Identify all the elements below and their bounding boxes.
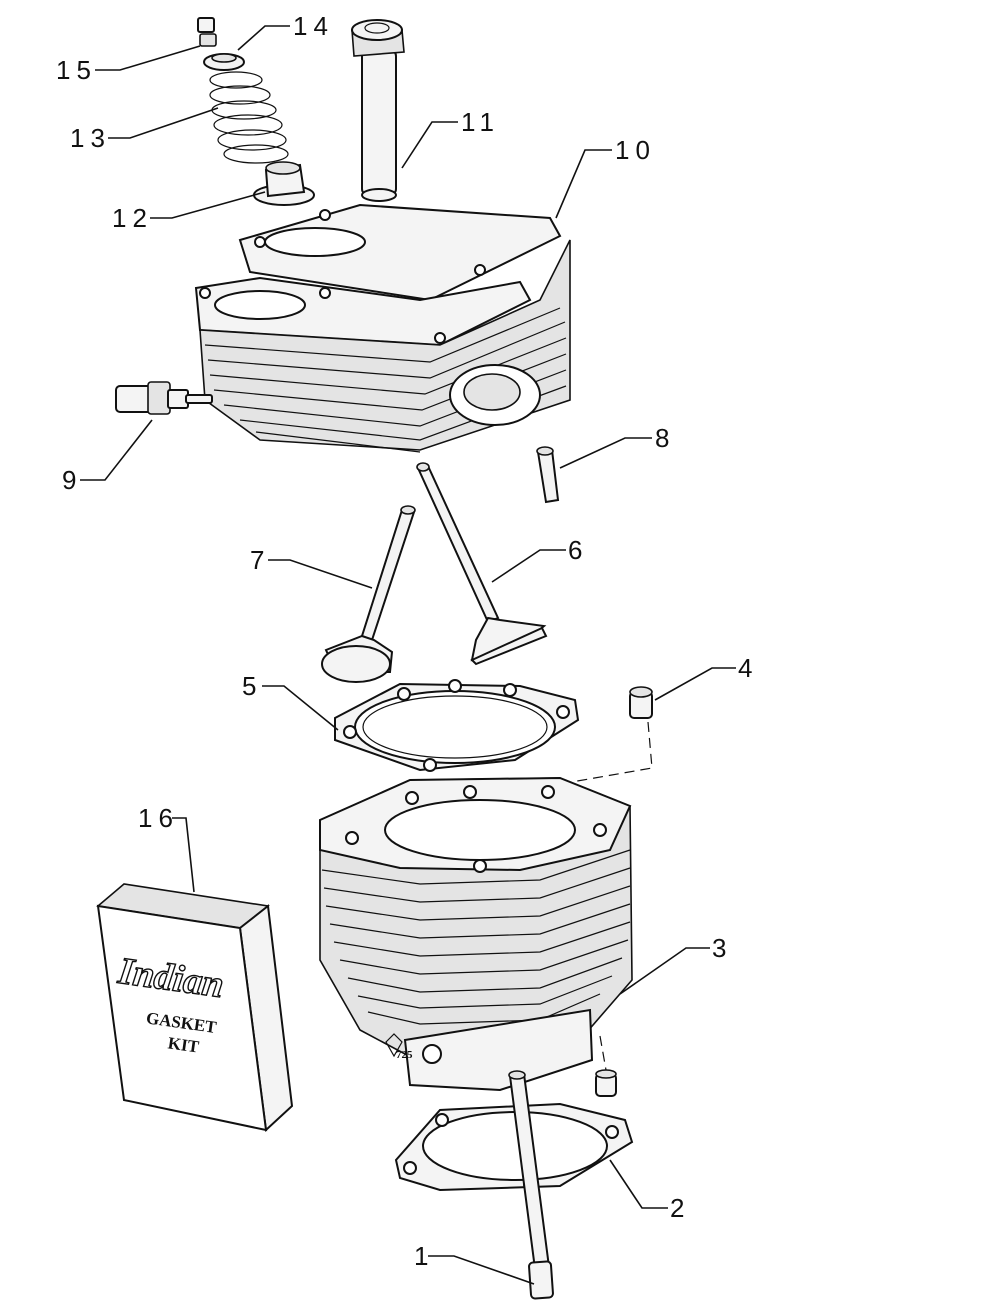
part-exhaust-valve xyxy=(416,462,548,666)
cylinder-marking: 725 xyxy=(396,1049,413,1061)
callout-labels: 15 14 13 12 11 10 9 8 7 6 5 4 3 2 1 16 xyxy=(56,11,758,1271)
callout-13: 13 xyxy=(70,123,111,153)
callout-12: 12 xyxy=(112,203,153,233)
part-temperature-sensor xyxy=(115,381,213,415)
part-cylinder: 725 xyxy=(319,776,633,1092)
part-dowel-lower xyxy=(595,1035,617,1097)
gasket-kit-line2: KIT xyxy=(167,1033,201,1056)
part-valve-keeper xyxy=(197,17,217,47)
callout-11: 11 xyxy=(461,107,500,137)
callout-15: 15 xyxy=(56,55,97,85)
leader-lines xyxy=(80,25,736,1285)
callout-9: 9 xyxy=(62,465,82,495)
part-push-rod xyxy=(508,1070,554,1300)
callout-8: 8 xyxy=(655,423,675,453)
part-dowel-pin xyxy=(536,446,560,504)
callout-1: 1 xyxy=(414,1241,434,1271)
part-cylinder-head xyxy=(194,203,571,453)
callout-2: 2 xyxy=(670,1193,690,1223)
part-head-gasket xyxy=(334,679,580,772)
callout-6: 6 xyxy=(568,535,588,565)
callout-16: 16 xyxy=(138,803,179,833)
part-valve-spring xyxy=(209,71,289,164)
callout-5: 5 xyxy=(242,671,262,701)
callout-4: 4 xyxy=(738,653,758,683)
part-base-gasket xyxy=(394,1102,634,1192)
part-gasket-kit-box: Indian GASKET KIT xyxy=(96,883,294,1133)
part-valve-stem-seal xyxy=(253,161,315,206)
part-push-rod-tube xyxy=(351,19,405,202)
part-spring-retainer xyxy=(203,53,245,71)
callout-10: 10 xyxy=(615,135,656,165)
part-intake-valve xyxy=(321,505,416,683)
part-dowel-upper xyxy=(559,686,653,785)
callout-14: 14 xyxy=(293,11,334,41)
callout-7: 7 xyxy=(250,545,270,575)
callout-3: 3 xyxy=(712,933,732,963)
